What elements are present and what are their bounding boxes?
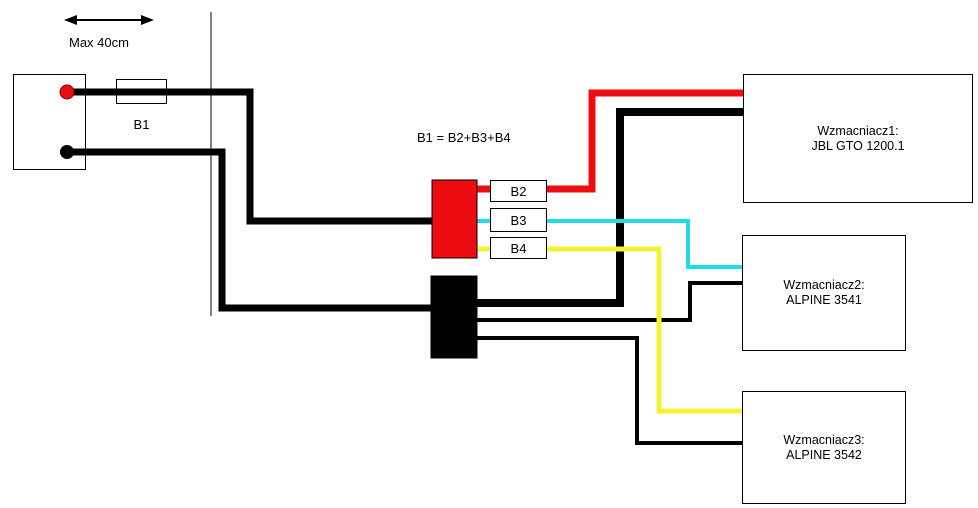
negative-terminal-dot <box>60 145 74 159</box>
positive-feed-wire <box>67 88 440 225</box>
amp1-feed-wire <box>470 89 748 193</box>
amplifier3-title: Wzmacniacz3: <box>783 432 865 447</box>
amplifier2-model: ALPINE 3541 <box>786 293 862 307</box>
formula-label: B1 = B2+B3+B4 <box>417 130 511 145</box>
distance-label: Max 40cm <box>69 35 129 50</box>
amplifier1-model: JBL GTO 1200.1 <box>811 138 905 153</box>
amp3-feed-wire <box>470 246 748 414</box>
amp1-ground-wire <box>470 108 748 307</box>
fuse-box-b4: B4 <box>490 237 547 259</box>
fuse-label-b4: B4 <box>510 240 527 256</box>
fuse-box-b2: B2 <box>490 180 547 202</box>
amplifier3-model: ALPINE 3542 <box>786 447 862 462</box>
distance-arrow-right-head <box>141 15 154 25</box>
amplifier3-box: Wzmacniacz3: ALPINE 3542 <box>742 391 906 504</box>
fuse-label-b2: B2 <box>510 183 527 199</box>
ground-distribution-block <box>430 275 478 359</box>
fuse-box-b3: B3 <box>490 208 547 232</box>
positive-terminal-dot <box>59 84 75 100</box>
distance-arrow-icon <box>64 15 154 25</box>
amp3-ground-wire <box>470 336 748 445</box>
amplifier2-title: Wzmacniacz2: <box>783 278 865 292</box>
main-fuse-box <box>116 79 167 104</box>
distance-arrow-left-head <box>64 15 77 25</box>
amp2-ground-wire <box>470 281 748 322</box>
amplifier1-box: Wzmacniacz1: JBL GTO 1200.1 <box>743 74 973 203</box>
battery-box <box>13 74 86 170</box>
amplifier2-box: Wzmacniacz2: ALPINE 3541 <box>742 235 906 351</box>
main-fuse-label: B1 <box>133 117 150 132</box>
amp2-feed-wire <box>470 219 748 269</box>
fuse-label-b3: B3 <box>510 212 527 228</box>
negative-ground-wire <box>67 148 440 312</box>
amplifier1-title: Wzmacniacz1: <box>817 123 899 138</box>
positive-distribution-block <box>431 179 478 259</box>
